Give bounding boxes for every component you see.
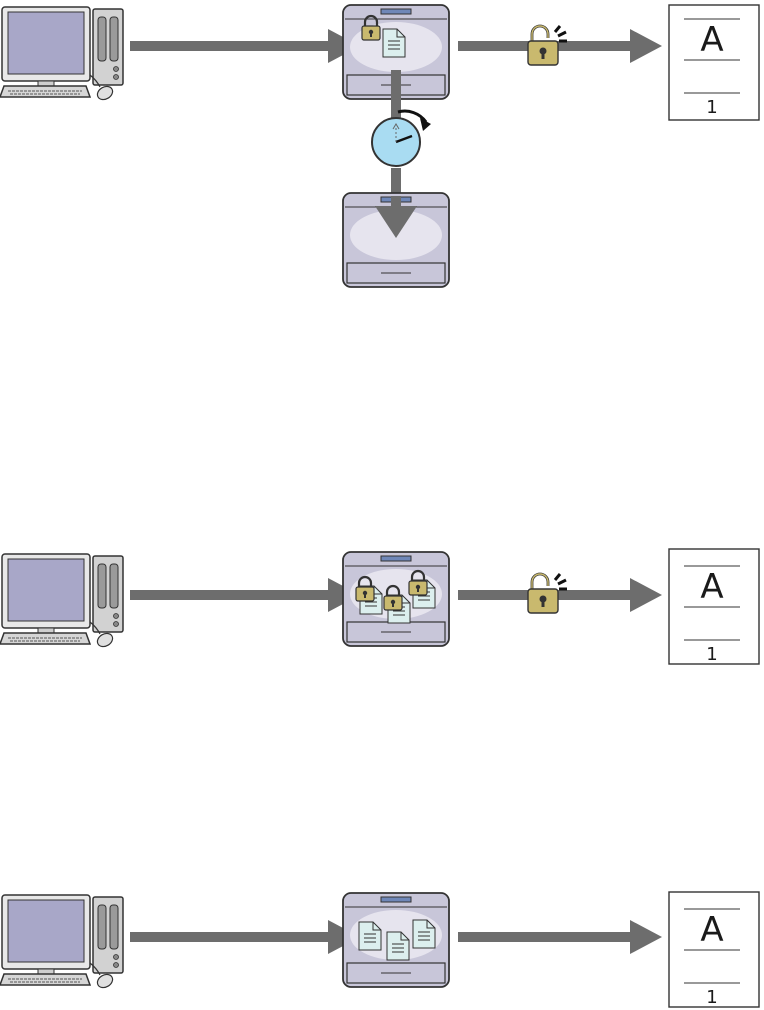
page-letter: A bbox=[700, 910, 723, 950]
page-number: 1 bbox=[706, 97, 717, 118]
arrow-computer-to-printer bbox=[130, 29, 360, 63]
page-number: 1 bbox=[706, 987, 717, 1008]
arrow-computer-to-printer bbox=[130, 578, 360, 612]
row-2-secure-multiple-print: A 1 bbox=[0, 549, 759, 665]
printer-icon bbox=[343, 193, 449, 287]
computer-icon bbox=[0, 554, 123, 649]
document-icon bbox=[359, 922, 381, 950]
row-3-normal-print: A 1 bbox=[0, 892, 759, 1008]
row-1-secure-timed-print: A 1 bbox=[0, 5, 759, 287]
printed-page: A 1 bbox=[669, 892, 759, 1008]
document-icon bbox=[387, 932, 409, 960]
document-icon bbox=[413, 920, 435, 948]
arrow-computer-to-printer bbox=[130, 920, 360, 954]
arrow-printer-to-page bbox=[458, 920, 662, 954]
computer-icon bbox=[0, 895, 123, 990]
page-letter: A bbox=[700, 567, 723, 607]
document-icon bbox=[383, 29, 405, 57]
printed-page: A 1 bbox=[669, 549, 759, 665]
computer-icon bbox=[0, 7, 123, 102]
clock-icon bbox=[372, 111, 431, 166]
page-number: 1 bbox=[706, 644, 717, 665]
printed-page: A 1 bbox=[669, 5, 759, 120]
page-letter: A bbox=[700, 20, 723, 60]
